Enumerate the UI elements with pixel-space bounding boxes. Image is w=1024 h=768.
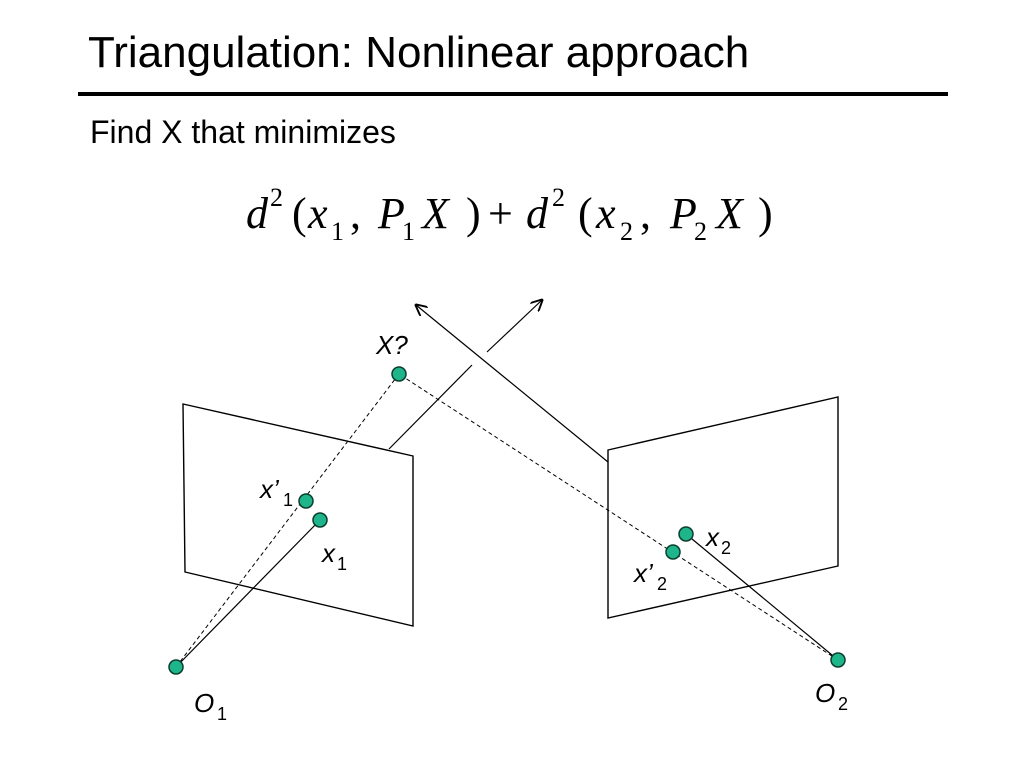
label-x1-main: x [320, 538, 336, 568]
ray-left-arrow [486, 300, 542, 353]
point-O1 [168, 659, 184, 675]
eq-X-2: X [714, 189, 745, 238]
eq-comma-2: , [640, 189, 651, 238]
point-O2 [830, 652, 846, 668]
label-x-prime-2-sub: 2 [657, 574, 667, 594]
eq-x-2: x [595, 189, 616, 238]
dashed-left-reprojection [175, 373, 400, 668]
label-x2-main: x [704, 522, 720, 552]
ray-right-arrow [416, 305, 609, 463]
eq-P-sub-1: 1 [402, 217, 415, 246]
label-x-prime-1-sub: 1 [283, 490, 293, 510]
label-X-query: X? [375, 330, 408, 360]
ray-left-solid [175, 519, 321, 668]
slide-title: Triangulation: Nonlinear approach [88, 28, 750, 77]
label-x2: x 2 [704, 522, 731, 558]
label-O2-sub: 2 [838, 694, 848, 714]
point-x-prime-1 [298, 493, 314, 509]
label-x1-sub: 1 [337, 554, 347, 574]
label-O1-sub: 1 [217, 704, 227, 724]
bullet-text: Find X that minimizes [90, 114, 396, 150]
label-x-prime-2-main: x’ [632, 558, 654, 588]
label-O1-main: O [194, 688, 214, 718]
label-x2-sub: 2 [721, 538, 731, 558]
eq-sq-2: 2 [552, 183, 565, 212]
eq-plus: + [488, 189, 513, 238]
eq-x-1: x [307, 189, 328, 238]
eq-open-2: ( [578, 189, 593, 238]
label-x-prime-1-main: x’ [258, 474, 280, 504]
point-x-prime-2 [665, 544, 681, 560]
eq-d-2: d [526, 189, 549, 238]
title-divider [78, 92, 948, 96]
label-O2: O 2 [815, 678, 848, 714]
eq-P-sub-2: 2 [694, 217, 707, 246]
eq-close-1: ) [466, 189, 481, 238]
point-X-estimate [391, 366, 407, 382]
image-plane-left [182, 403, 414, 627]
eq-P-2: P [669, 189, 697, 238]
eq-close-2: ) [758, 189, 773, 238]
point-x2 [678, 526, 694, 542]
ray-left-solid-upper [388, 364, 473, 450]
label-O2-main: O [815, 678, 835, 708]
label-x1: x 1 [320, 538, 347, 574]
label-x-prime-2: x’ 2 [632, 558, 667, 594]
label-O1: O 1 [194, 688, 227, 724]
eq-x-sub-1: 1 [331, 217, 344, 246]
eq-d-1: d [246, 189, 269, 238]
eq-P-1: P [377, 189, 405, 238]
eq-x-sub-2: 2 [620, 217, 633, 246]
eq-open-1: ( [292, 189, 307, 238]
ray-right-solid [685, 533, 839, 661]
image-plane-right [607, 396, 839, 619]
point-x1 [312, 512, 328, 528]
label-x-prime-1: x’ 1 [258, 474, 293, 510]
cost-equation: d 2 ( x 1 , P 1 X ) + d 2 ( x 2 , P 2 X … [246, 183, 773, 246]
eq-comma-1: , [350, 189, 361, 238]
eq-X-1: X [420, 189, 451, 238]
eq-sq-1: 2 [270, 183, 283, 212]
dashed-right-reprojection [398, 373, 839, 661]
